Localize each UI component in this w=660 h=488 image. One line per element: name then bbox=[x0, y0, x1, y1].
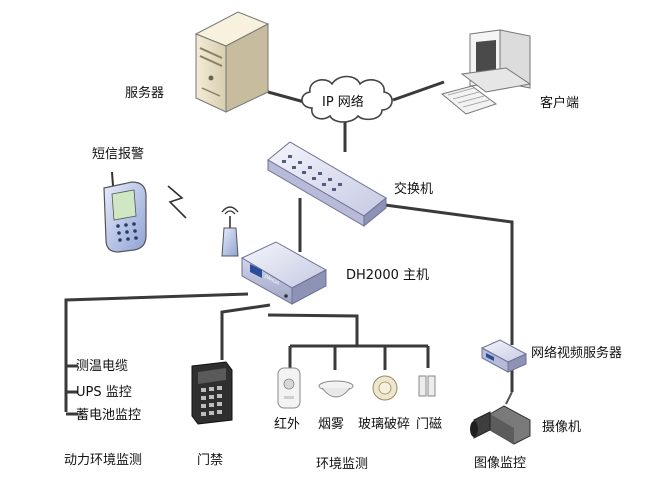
wireless-signal-icon bbox=[167, 185, 187, 219]
door-magnet-label: 门磁 bbox=[416, 417, 443, 432]
host-label: DH2000 主机 bbox=[346, 268, 430, 283]
smoke-detector-icon bbox=[318, 380, 354, 398]
infrared-sensor-icon bbox=[277, 367, 301, 409]
battery-label: 蓄电池监控 bbox=[76, 408, 142, 423]
ip-network-cloud bbox=[301, 75, 393, 123]
switch-icon bbox=[267, 141, 387, 228]
access-keypad-icon bbox=[191, 361, 233, 425]
door-magnet-sensor-icon bbox=[418, 375, 436, 397]
dh2000-host-icon: DAHUA bbox=[240, 241, 328, 305]
access-control-label: 门禁 bbox=[197, 453, 224, 468]
glass-break-label: 玻璃破碎 bbox=[358, 417, 411, 432]
camera-icon bbox=[470, 391, 531, 445]
camera-label: 摄像机 bbox=[542, 420, 582, 435]
server-label: 服务器 bbox=[125, 86, 165, 101]
client-label: 客户端 bbox=[540, 96, 580, 111]
env-monitor-label: 环境监测 bbox=[316, 457, 369, 472]
glass-break-sensor-icon bbox=[372, 375, 398, 401]
client-pc-icon bbox=[440, 29, 532, 115]
ups-label: UPS 监控 bbox=[76, 385, 132, 400]
video-server-label: 网络视频服务器 bbox=[531, 346, 623, 361]
image-monitor-label: 图像监控 bbox=[474, 456, 527, 471]
infrared-label: 红外 bbox=[274, 417, 301, 432]
server-icon bbox=[194, 11, 270, 113]
antenna-icon bbox=[221, 206, 239, 257]
mobile-phone-icon bbox=[103, 171, 147, 253]
connection-lines bbox=[64, 80, 514, 416]
smoke-label: 烟雾 bbox=[318, 417, 345, 432]
switch-label: 交换机 bbox=[394, 182, 434, 197]
sms-alarm-label: 短信报警 bbox=[92, 147, 145, 162]
video-server-icon bbox=[480, 339, 528, 373]
power-env-label: 动力环境监测 bbox=[64, 453, 143, 468]
temp-cable-label: 测温电缆 bbox=[76, 359, 129, 374]
ip-network-label: IP 网络 bbox=[322, 95, 364, 110]
